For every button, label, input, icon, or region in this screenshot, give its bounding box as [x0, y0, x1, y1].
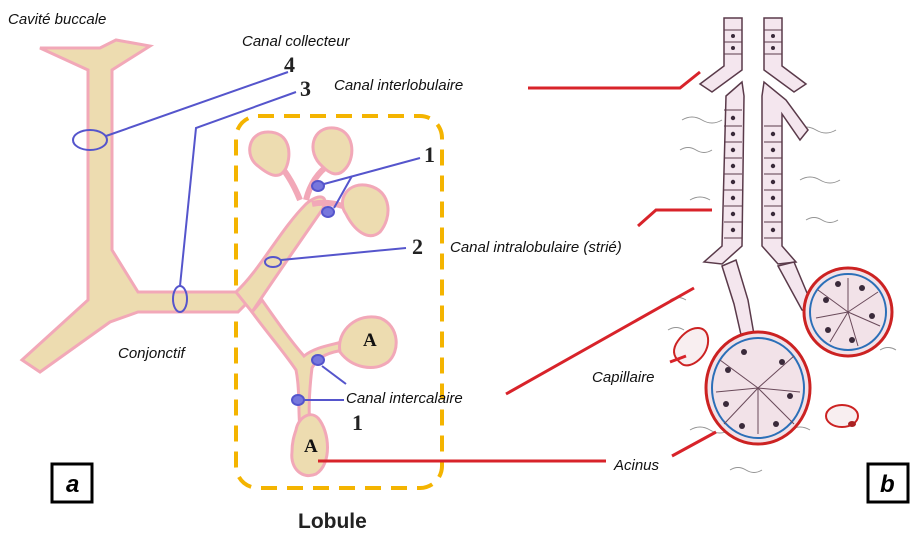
label-canal-interlobulaire: Canal interlobulaire	[334, 77, 463, 94]
panel-a: Cavité buccale Canal collecteur Conjonct…	[8, 11, 606, 533]
label-conjonctif: Conjonctif	[118, 345, 187, 362]
duct-wall-right-top	[763, 17, 808, 93]
marker-intercalaire	[311, 180, 325, 192]
number-2: 2	[412, 234, 423, 259]
acinus-right-basement	[809, 273, 887, 351]
number-3: 3	[300, 76, 311, 101]
panel-b: Canal interlobulaire Canal intralobulair…	[334, 17, 910, 504]
leader-1-top	[323, 157, 421, 185]
leader-4	[105, 71, 289, 137]
main-duct	[19, 38, 253, 374]
red-leaders	[505, 70, 717, 458]
number-1-bottom: 1	[352, 410, 363, 435]
panel-letter-box-a	[50, 462, 94, 504]
leader-canal-intralobulaire	[637, 208, 712, 228]
leader-2	[280, 247, 407, 261]
marker-intercalaire	[311, 354, 325, 366]
leader-1-top-b	[333, 175, 353, 209]
acinus-a-upper	[338, 315, 398, 369]
label-capillaire: Capillaire	[592, 369, 655, 386]
label-canal-intercalaire: Canal intercalaire	[346, 390, 463, 407]
label-lobule: Lobule	[298, 510, 367, 533]
duct-wall-right	[761, 80, 809, 265]
label-acinus: Acinus	[613, 457, 660, 474]
duct-cells	[724, 29, 782, 239]
leader-3	[179, 91, 297, 287]
leader-intercalaire	[321, 365, 347, 385]
duct-wall-left-top	[698, 17, 743, 93]
label-cavite-buccale: Cavité buccale	[8, 11, 106, 28]
acinus	[311, 126, 354, 176]
panel-letter-a: a	[66, 471, 79, 498]
acini-b	[704, 266, 894, 446]
acinus-letter-lower: A	[304, 436, 318, 457]
number-4: 4	[284, 52, 295, 77]
acinus-basement	[711, 337, 805, 439]
acinus	[248, 130, 291, 177]
marker-intercalaire	[291, 394, 305, 406]
panel-letter-b: b	[880, 471, 895, 498]
duct-tree	[19, 38, 362, 432]
marker-canal-collecteur	[72, 129, 108, 151]
acini	[248, 126, 398, 477]
acinus	[340, 183, 390, 238]
label-canal-intralobulaire: Canal intralobulaire (strié)	[450, 239, 622, 256]
marker-intercalaire	[321, 206, 335, 218]
leader-acinus-b	[671, 430, 717, 458]
acinus-letter-upper: A	[363, 330, 377, 351]
duct-nuclei	[730, 34, 776, 233]
panel-letter-box-b	[866, 462, 910, 504]
leader-capillaire	[669, 354, 687, 364]
blue-leaders	[105, 71, 421, 401]
leader-canal-intercalaire	[505, 286, 695, 396]
capillary-blood-cell	[848, 421, 856, 427]
duct-wall-left	[702, 80, 745, 265]
number-1-top: 1	[424, 142, 435, 167]
lobule-duct-lower	[250, 297, 346, 432]
leader-canal-interlobulaire	[528, 70, 701, 90]
marker-canal-intralobulaire	[264, 256, 282, 268]
striated-duct	[698, 17, 809, 265]
lobule-duct-upper	[233, 195, 327, 315]
label-canal-collecteur: Canal collecteur	[242, 33, 351, 50]
